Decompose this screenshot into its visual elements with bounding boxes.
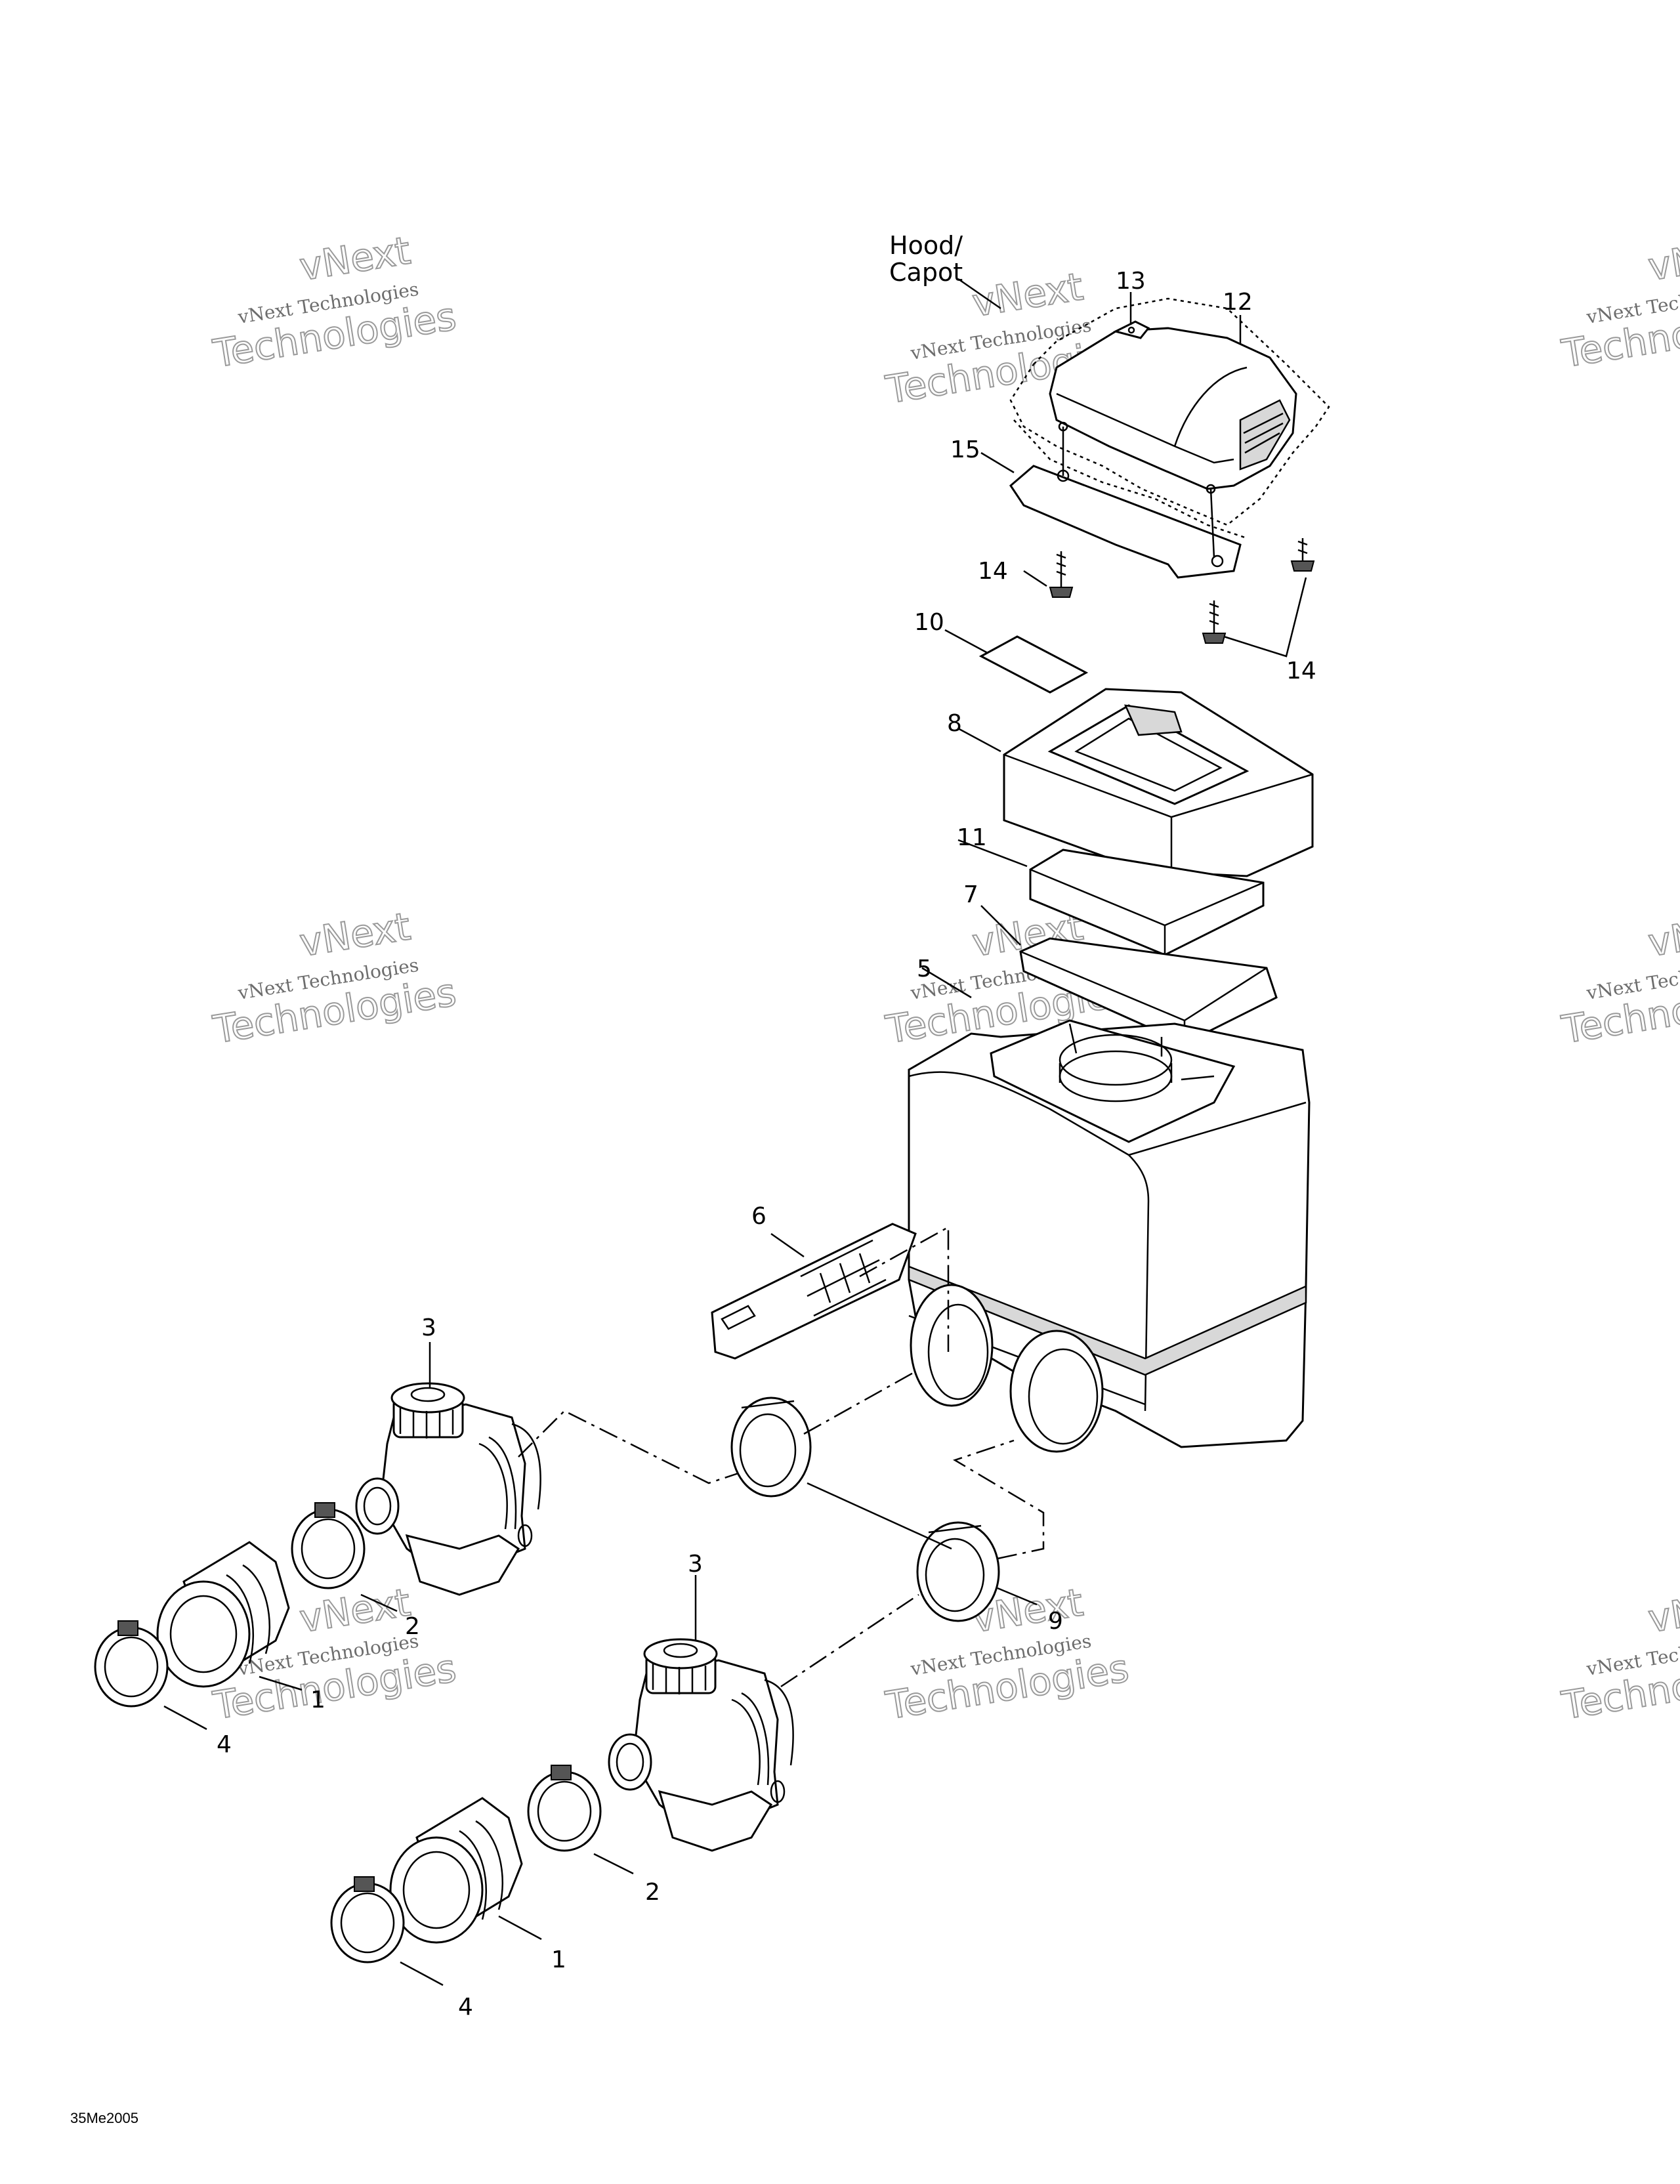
mounting-plate-part-15 <box>1009 427 1242 579</box>
callout-3: 3 <box>688 1551 703 1578</box>
callout-15: 15 <box>950 436 980 463</box>
callout-12: 12 <box>1223 289 1253 316</box>
svg-text:vNext: vNext <box>297 904 413 965</box>
watermark: vNext Technologies vNext Technologies <box>882 1579 1133 1729</box>
callout-14: 14 <box>1286 658 1316 684</box>
carburetor-part-3 <box>608 1638 794 1852</box>
adaptor-part-9 <box>916 1521 1000 1622</box>
assembly-centerlines <box>518 1225 1045 1688</box>
screw-part-14 <box>1049 551 1074 598</box>
clamp-part-2 <box>291 1502 366 1589</box>
clamp-part-2 <box>527 1765 602 1852</box>
intake-boot-part-1 <box>156 1541 290 1688</box>
foam-filter-part-11 <box>1029 849 1265 956</box>
callout-8: 8 <box>947 710 962 737</box>
callout-13: 13 <box>1116 268 1146 295</box>
svg-text:vNext: vNext <box>1645 1580 1680 1641</box>
callout-labels: 13 12 15 14 14 10 8 11 7 5 6 3 3 9 2 2 1… <box>217 268 1316 2021</box>
callout-1: 1 <box>551 1946 566 1973</box>
callout-14: 14 <box>978 558 1008 585</box>
callout-2: 2 <box>645 1879 660 1906</box>
hood-outline <box>1009 297 1330 539</box>
callout-1: 1 <box>310 1687 326 1713</box>
watermark: vNext Technologies vNext Technologies <box>1558 1579 1680 1729</box>
svg-text:vNext: vNext <box>1645 228 1680 289</box>
callout-9: 9 <box>1048 1608 1063 1635</box>
callout-10: 10 <box>914 609 944 636</box>
clamp-part-4 <box>330 1876 405 1964</box>
air-intake-cover-part-12 <box>1049 327 1297 494</box>
callout-2: 2 <box>405 1613 420 1640</box>
intake-boot-part-1 <box>389 1797 523 1944</box>
svg-text:vNext: vNext <box>969 264 1086 326</box>
svg-text:Capot: Capot <box>889 258 963 287</box>
svg-text:vNext: vNext <box>1645 904 1680 965</box>
watermark: vNext Technologies vNext Technologies <box>209 903 460 1053</box>
callout-3: 3 <box>421 1314 436 1341</box>
adaptor-part-9 <box>730 1396 812 1498</box>
svg-text:vNext: vNext <box>297 228 413 289</box>
rivet-part-13 <box>1112 320 1150 339</box>
callout-11: 11 <box>957 824 987 851</box>
screw-part-14 <box>1202 600 1227 644</box>
callout-4: 4 <box>217 1731 232 1758</box>
watermark: vNext Technologies vNext Technologies <box>1558 903 1680 1053</box>
figure-code: 35Me2005 <box>70 2110 138 2126</box>
callout-6: 6 <box>751 1203 766 1230</box>
carburetor-part-3 <box>355 1382 541 1596</box>
decal-part-10 <box>978 635 1089 694</box>
silencer-top-part-8 <box>1003 688 1314 881</box>
watermark: vNext Technologies vNext Technologies <box>1558 227 1680 377</box>
leader-lines <box>163 278 1307 1986</box>
callout-5: 5 <box>917 956 932 982</box>
callout-7: 7 <box>963 881 978 908</box>
svg-text:Hood/: Hood/ <box>889 231 963 260</box>
strap-part-6 <box>711 1223 917 1360</box>
clamp-part-4 <box>94 1620 169 1708</box>
callout-4: 4 <box>458 1994 473 2021</box>
hood-label: Hood/ Capot <box>889 231 963 287</box>
watermark: vNext Technologies vNext Technologies <box>209 227 460 377</box>
screw-part-14 <box>1290 538 1315 572</box>
airbox-part-5 <box>908 1019 1311 1453</box>
